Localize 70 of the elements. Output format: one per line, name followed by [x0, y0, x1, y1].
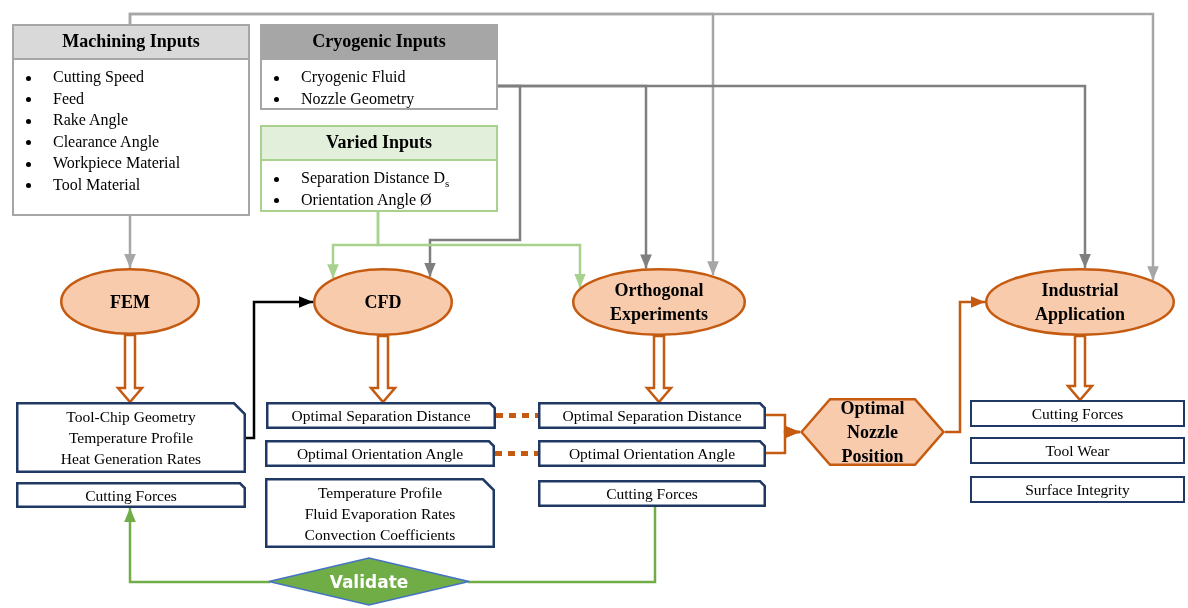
output-text: Convection Coefficients: [304, 524, 456, 545]
output-text: Tool-Chip Geometry: [66, 407, 196, 427]
list-item: Separation Distance D$_{s}$: [301, 169, 450, 186]
method-ellipse: [313, 268, 453, 336]
list-item: Feed: [53, 89, 85, 107]
list-item: Tool Material: [53, 175, 141, 193]
block-arrow: [115, 333, 145, 404]
method-ellipse: [572, 268, 746, 336]
panel-heading: Machining Inputs: [14, 26, 248, 60]
output-text: Temperature Profile: [68, 428, 194, 448]
decision-label: Validate: [329, 570, 409, 594]
dotted-connector: [496, 413, 538, 418]
list-item: Cryogenic Fluid: [301, 68, 406, 85]
arrow: [945, 296, 985, 434]
input-panel: [12, 24, 250, 216]
input-panel: [260, 24, 498, 110]
arrow: [128, 12, 1159, 281]
arrow: [424, 84, 522, 277]
output-text: Heat Generation Rates: [60, 449, 202, 469]
validate-diamond: [268, 557, 470, 606]
panel-heading: Varied Inputs: [262, 127, 496, 161]
block-arrow: [1065, 334, 1095, 402]
output-text: Optimal Separation Distance: [291, 406, 471, 426]
node-label: Orthogonal Experiments: [609, 279, 709, 326]
output-box: [265, 478, 495, 548]
block-arrow: [368, 334, 398, 404]
block-arrow: [644, 334, 674, 404]
output-box: [16, 402, 246, 473]
output-box: [266, 402, 496, 429]
list-item: Clearance Angle: [53, 132, 160, 150]
list-item: Rake Angle: [53, 111, 129, 128]
output-box: [538, 402, 766, 429]
output-text: Optimal Separation Distance: [562, 406, 742, 426]
node-label: Industrial Application: [1034, 279, 1126, 326]
output-text: Tool Wear: [1045, 441, 1110, 461]
connector-line: [467, 507, 657, 584]
output-text: Temperature Profile: [317, 482, 443, 503]
list-item: Workpiece Material: [53, 154, 181, 171]
dotted-connector: [495, 451, 538, 456]
arrow: [124, 508, 271, 584]
list-item: Nozzle Geometry: [301, 89, 415, 107]
arrow: [766, 426, 800, 455]
output-box: [970, 400, 1185, 427]
output-box: [265, 440, 495, 467]
output-box: [970, 476, 1185, 503]
arrow: [376, 212, 586, 288]
decision-hexagon: [800, 398, 945, 466]
output-box: [538, 440, 766, 467]
list-item: Cutting Speed: [53, 68, 145, 85]
output-box: [16, 482, 246, 508]
output-text: Cutting Forces: [85, 485, 177, 506]
input-panel: [260, 125, 498, 212]
node-label: CFD: [363, 291, 403, 314]
method-ellipse: [60, 268, 200, 335]
panel-heading: Cryogenic Inputs: [262, 26, 496, 60]
output-box: [538, 480, 766, 507]
arrow: [124, 216, 136, 268]
arrow: [498, 84, 1091, 269]
node-label: FEM: [109, 290, 151, 314]
output-text: Optimal Orientation Angle: [296, 444, 464, 464]
output-text: Cutting Forces: [1031, 404, 1124, 424]
output-text: Surface Integrity: [1025, 480, 1130, 500]
list-item: Orientation Angle Ø: [301, 190, 432, 208]
arrow: [246, 296, 313, 440]
output-text: Optimal Orientation Angle: [568, 444, 736, 464]
output-box: [970, 437, 1185, 464]
node-label: Optimal Nozzle Position: [839, 397, 906, 468]
output-text: Fluid Evaporation Rates: [304, 503, 456, 524]
method-ellipse: [985, 268, 1175, 336]
output-text: Cutting Forces: [606, 484, 698, 504]
